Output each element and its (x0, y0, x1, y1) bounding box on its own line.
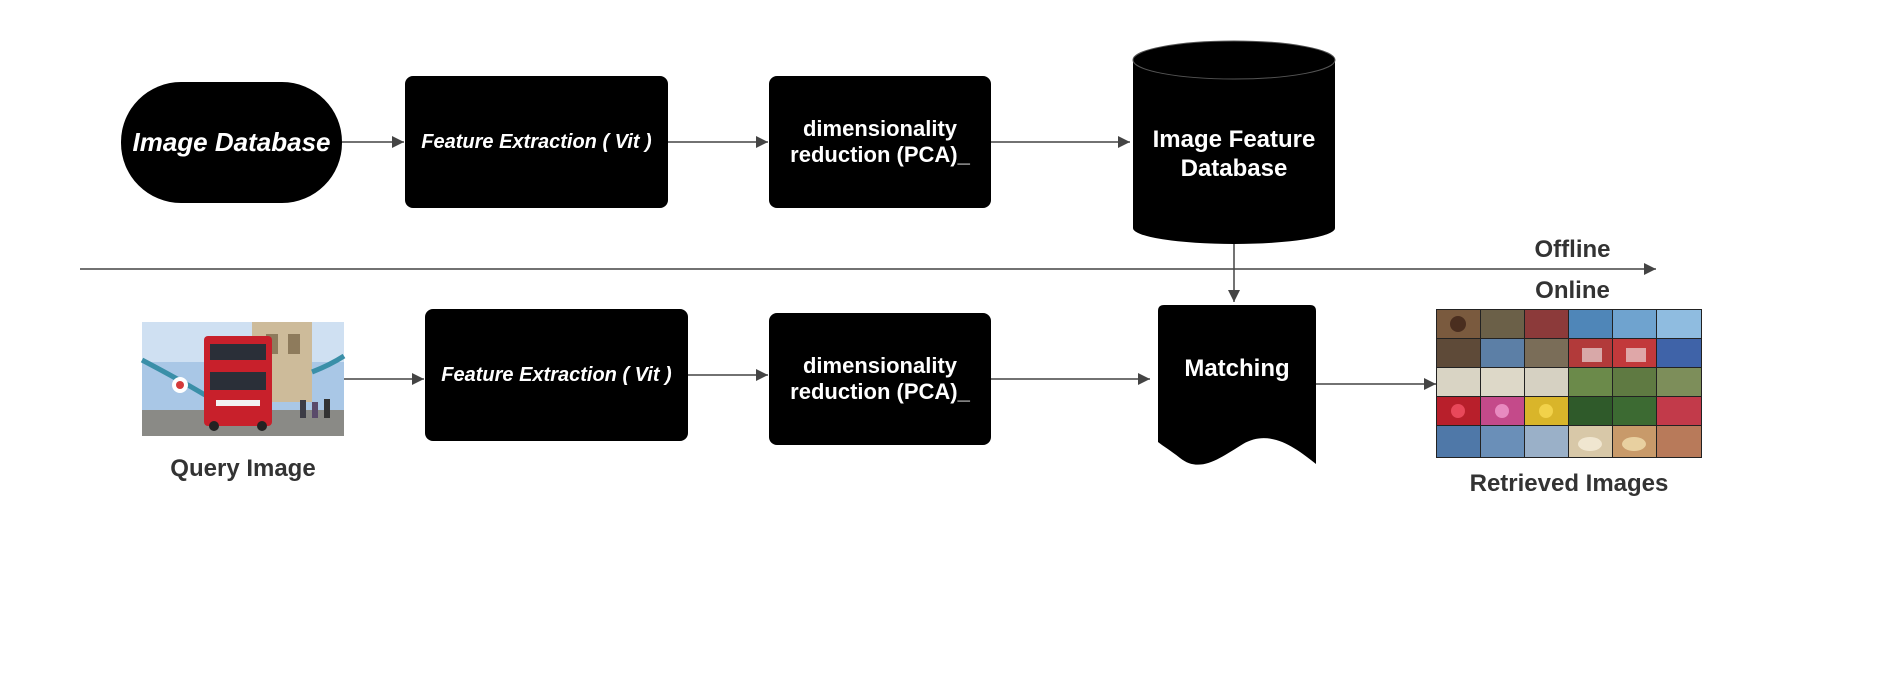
node-pca-offline-label: dimensionality reduction (PCA)_ (790, 115, 970, 167)
node-pca-online: dimensionality reduction (PCA)_ (769, 313, 991, 445)
node-feature-extraction-offline-label: Feature Extraction ( Vit ) (421, 130, 652, 153)
node-feature-extraction-online: Feature Extraction ( Vit ) (425, 309, 688, 441)
node-image-database: Image Database (121, 82, 342, 203)
node-image-database-label: Image Database (132, 127, 331, 157)
online-label: Online (1535, 277, 1610, 304)
node-feature-database-shape (1132, 40, 1336, 244)
node-feature-database-label: Image Feature Database (1152, 126, 1316, 182)
query-image-caption: Query Image (170, 455, 316, 482)
node-pca-online-label: dimensionality reduction (PCA)_ (790, 352, 970, 404)
node-feature-extraction-online-label: Feature Extraction ( Vit ) (441, 363, 672, 386)
node-feature-database: Image Feature Database (1133, 80, 1335, 230)
node-matching-shape (1158, 305, 1316, 465)
offline-label: Offline (1534, 236, 1611, 263)
query-image-picture (140, 322, 346, 436)
node-matching: Matching (1158, 345, 1316, 393)
retrieved-images-grid (1436, 309, 1702, 458)
node-feature-extraction-offline: Feature Extraction ( Vit ) (405, 76, 668, 208)
node-pca-offline: dimensionality reduction (PCA)_ (769, 76, 991, 208)
retrieved-images-caption: Retrieved Images (1469, 470, 1669, 497)
node-matching-label: Matching (1184, 355, 1290, 382)
